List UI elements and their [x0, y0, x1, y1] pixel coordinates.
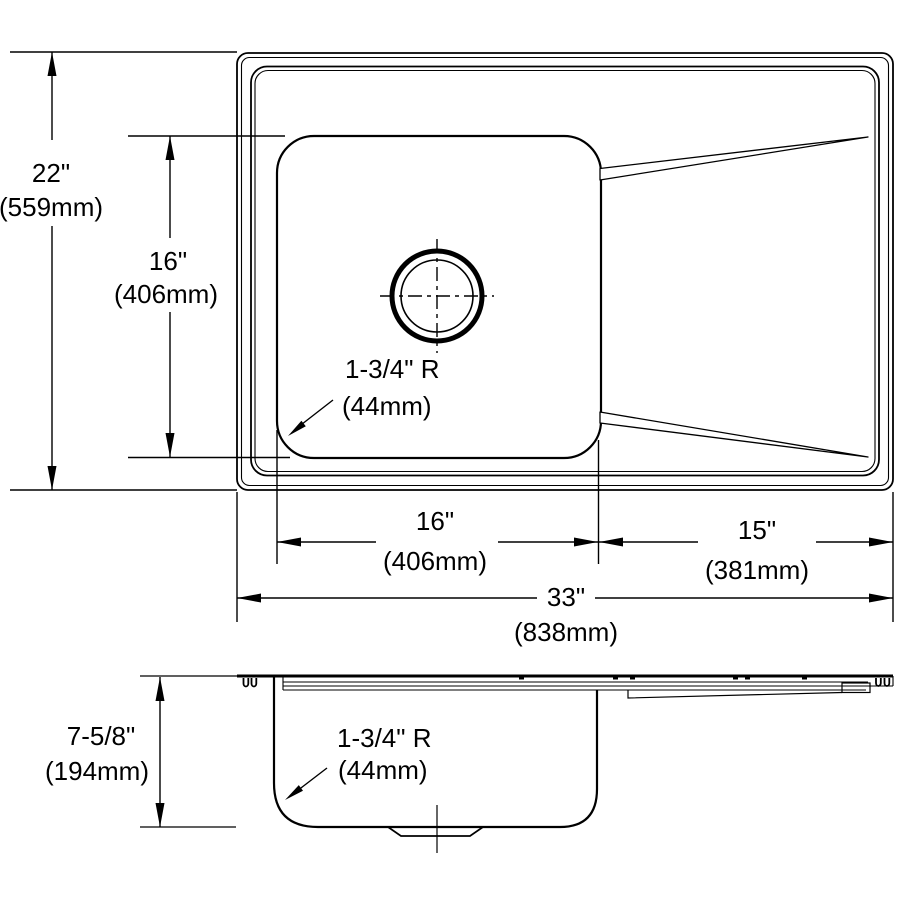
dim-bowl-depth-mm: (194mm) [45, 756, 149, 786]
dim-overall-depth-in: 22" [32, 158, 70, 188]
bowl-outline [275, 134, 603, 460]
label-mask [698, 526, 816, 588]
drainboard-underside [627, 689, 843, 699]
sink-rim-inner-edge [250, 65, 880, 477]
callout-corner-radius-label: 1-3/4" R [345, 354, 440, 384]
clip-tick [802, 677, 807, 680]
dim-overall-width-mm: (838mm) [514, 617, 618, 647]
arrowhead [237, 593, 261, 603]
drainboard-end-block [841, 682, 871, 694]
mounting-clip-right [875, 678, 891, 687]
arrowhead [165, 433, 175, 457]
label-mask [376, 528, 498, 578]
clip-tick [630, 677, 635, 680]
dim-bowl-depth-in: 7-5/8" [67, 721, 136, 751]
arrowhead [155, 803, 165, 827]
dim-bowl-front-back-mm: (406mm) [114, 279, 218, 309]
dim-drainboard-width-in: 15" [738, 515, 776, 545]
clip-tick [613, 677, 618, 680]
callout-corner-radius-mm: (44mm) [342, 391, 432, 421]
side-view [237, 674, 894, 853]
clip-tick [745, 677, 750, 680]
leader-line [296, 767, 328, 792]
arrowhead [574, 537, 598, 547]
arrowhead [165, 136, 175, 160]
label-mask [0, 140, 108, 226]
arrowhead [285, 785, 303, 800]
sink-rim-outer-inner-line [240, 56, 890, 487]
dim-overall-width-in: 33" [547, 582, 585, 612]
sink-rim-outer-edge [236, 52, 894, 491]
arrowhead [869, 593, 893, 603]
side-view-dimensions: 7-5/8" (194mm) 1-3/4" R (44mm) [45, 675, 432, 828]
callout-corner-radius-mm: (44mm) [338, 755, 428, 785]
arrowhead [869, 537, 893, 547]
bowl-section-outline [272, 677, 599, 829]
mounting-clip-left [242, 678, 258, 688]
callout-corner-radius-label: 1-3/4" R [337, 723, 432, 753]
arrowhead [155, 677, 165, 701]
label-mask [537, 584, 595, 611]
dim-drainboard-width-mm: (381mm) [705, 555, 809, 585]
top-view-dimensions: 22" (559mm) 16" (406mm) 16" (406mm) 15" … [0, 51, 894, 647]
arrowhead [47, 52, 57, 76]
label-mask [112, 238, 224, 312]
dim-overall-depth-mm: (559mm) [0, 192, 103, 222]
dim-bowl-front-back-in: 16" [149, 246, 187, 276]
arrowhead [288, 420, 306, 436]
drainboard-rib-bottom [599, 411, 869, 458]
sink-rim-inner-inner-line [254, 69, 876, 473]
drainboard-rib-top [599, 136, 869, 181]
clip-tick [733, 677, 738, 680]
clip-tick [519, 677, 524, 680]
arrowhead [277, 537, 301, 547]
dim-bowl-width-in: 16" [416, 506, 454, 536]
arrowhead [599, 537, 623, 547]
top-view [236, 52, 894, 491]
drain-recess [387, 826, 484, 837]
dim-bowl-width-mm: (406mm) [383, 546, 487, 576]
arrowhead [47, 466, 57, 490]
